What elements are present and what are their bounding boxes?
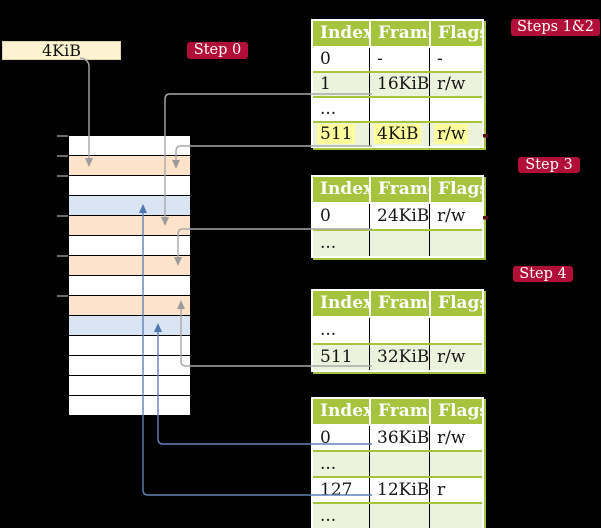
page-table-step-4-upper: Index Frame Flags ... 511 32KiB r/w <box>311 289 484 372</box>
memory-frame-row <box>69 176 190 196</box>
cell-frame <box>369 98 429 121</box>
table-row: ... <box>313 318 482 343</box>
header-frame: Frame <box>369 21 429 46</box>
cell-flags: r <box>429 478 482 502</box>
table-row: 1 16KiB r/w <box>313 71 482 96</box>
cell-frame: 24KiB <box>369 204 429 229</box>
memory-frame-row <box>69 256 190 276</box>
memory-frame-row <box>69 196 190 216</box>
memory-frame-row <box>69 336 190 356</box>
memory-frame-row <box>69 156 190 176</box>
table-header-row: Index Frame Flags <box>313 177 482 204</box>
header-flags: Flags <box>429 177 482 202</box>
pointer-line-4kib <box>175 145 372 160</box>
cell-frame <box>369 452 429 476</box>
cell-flags <box>429 231 482 256</box>
memory-frame-row <box>69 236 190 256</box>
cell-index: ... <box>313 318 369 343</box>
page-table-steps-1-and-2: Index Frame Flags 0 - - 1 16KiB r/w ... … <box>311 19 484 148</box>
cell-flags <box>429 98 482 121</box>
cell-flags: - <box>429 48 482 71</box>
address-ticks <box>57 135 68 297</box>
table-row: 0 - - <box>313 48 482 71</box>
page-table-step-3: Index Frame Flags 0 24KiB r/w ... <box>311 175 484 258</box>
table-row: ... <box>313 229 482 256</box>
header-index: Index <box>320 293 369 313</box>
cell-flags <box>429 504 482 528</box>
cell-frame: - <box>369 48 429 71</box>
cell-index: ... <box>313 98 369 121</box>
table-row: ... <box>313 96 482 121</box>
table-row: 0 24KiB r/w <box>313 204 482 229</box>
steps-1-and-2-badge: Steps 1&2 <box>511 19 600 36</box>
memory-frame-row <box>69 216 190 236</box>
table-header-row: Index Frame Flags <box>313 399 482 426</box>
cell-flags: r/w <box>429 123 482 146</box>
table-row: ... <box>313 502 482 528</box>
cell-flags <box>429 318 482 343</box>
cell-frame: 12KiB <box>369 478 429 502</box>
yellow-highlight: 4KiB <box>374 124 422 144</box>
header-flags: Flags <box>429 291 482 316</box>
cell-flags: r/w <box>429 345 482 370</box>
yellow-highlight: 511 <box>317 124 356 144</box>
memory-frame-row <box>69 356 190 376</box>
cell-flags: r/w <box>429 426 482 450</box>
memory-frame-row <box>69 376 190 396</box>
header-index: Index <box>320 23 369 43</box>
cell-flags: r/w <box>429 73 482 96</box>
cell-frame: 32KiB <box>369 345 429 370</box>
header-flags: Flags <box>429 399 482 424</box>
physical-memory-column <box>69 136 190 416</box>
cell-frame <box>369 231 429 256</box>
cell-index: ... <box>313 504 369 528</box>
step-4-badge: Step 4 <box>513 266 573 282</box>
cell-frame: 16KiB <box>369 73 429 96</box>
memory-frame-row <box>69 396 190 416</box>
cell-flags <box>429 452 482 476</box>
cell-index: 1 <box>313 73 369 96</box>
cell-frame <box>369 504 429 528</box>
memory-frame-row <box>69 296 190 316</box>
cell-index: 511 <box>313 345 369 370</box>
header-index: Index <box>320 401 369 421</box>
table-row: ... <box>313 450 482 476</box>
yellow-highlight: r/w <box>434 124 469 144</box>
page-table-step-4-lower: Index Frame Flags 0 36KiB r/w ... 127 12… <box>311 397 484 528</box>
cell-index: 0 <box>313 204 369 229</box>
table-header-row: Index Frame Flags <box>313 291 482 318</box>
cell-index: 127 <box>313 478 369 502</box>
header-index: Index <box>320 179 369 199</box>
cell-index: 0 <box>313 426 369 450</box>
memory-frame-row <box>69 276 190 296</box>
step-0-badge: Step 0 <box>187 42 248 59</box>
header-flags: Flags <box>429 21 482 46</box>
cell-index: 511 <box>313 123 369 146</box>
table-row-highlighted: 511 4KiB r/w <box>313 121 482 146</box>
table-row: 127 12KiB r <box>313 476 482 502</box>
header-frame: Frame <box>369 291 429 316</box>
memory-frame-row <box>69 136 190 156</box>
header-frame: Frame <box>369 177 429 202</box>
cell-frame: 4KiB <box>369 123 429 146</box>
cell-flags: r/w <box>429 204 482 229</box>
table-row: 511 32KiB r/w <box>313 343 482 370</box>
step-3-badge: Step 3 <box>518 157 580 173</box>
cell-frame <box>369 318 429 343</box>
cell-index: ... <box>313 452 369 476</box>
page-size-label-box: 4KiB <box>2 41 121 60</box>
cell-frame: 36KiB <box>369 426 429 450</box>
header-frame: Frame <box>369 399 429 424</box>
table-row: 0 36KiB r/w <box>313 426 482 450</box>
cell-index: 0 <box>313 48 369 71</box>
memory-frame-row <box>69 316 190 336</box>
cell-index: ... <box>313 231 369 256</box>
table-header-row: Index Frame Flags <box>313 21 482 48</box>
